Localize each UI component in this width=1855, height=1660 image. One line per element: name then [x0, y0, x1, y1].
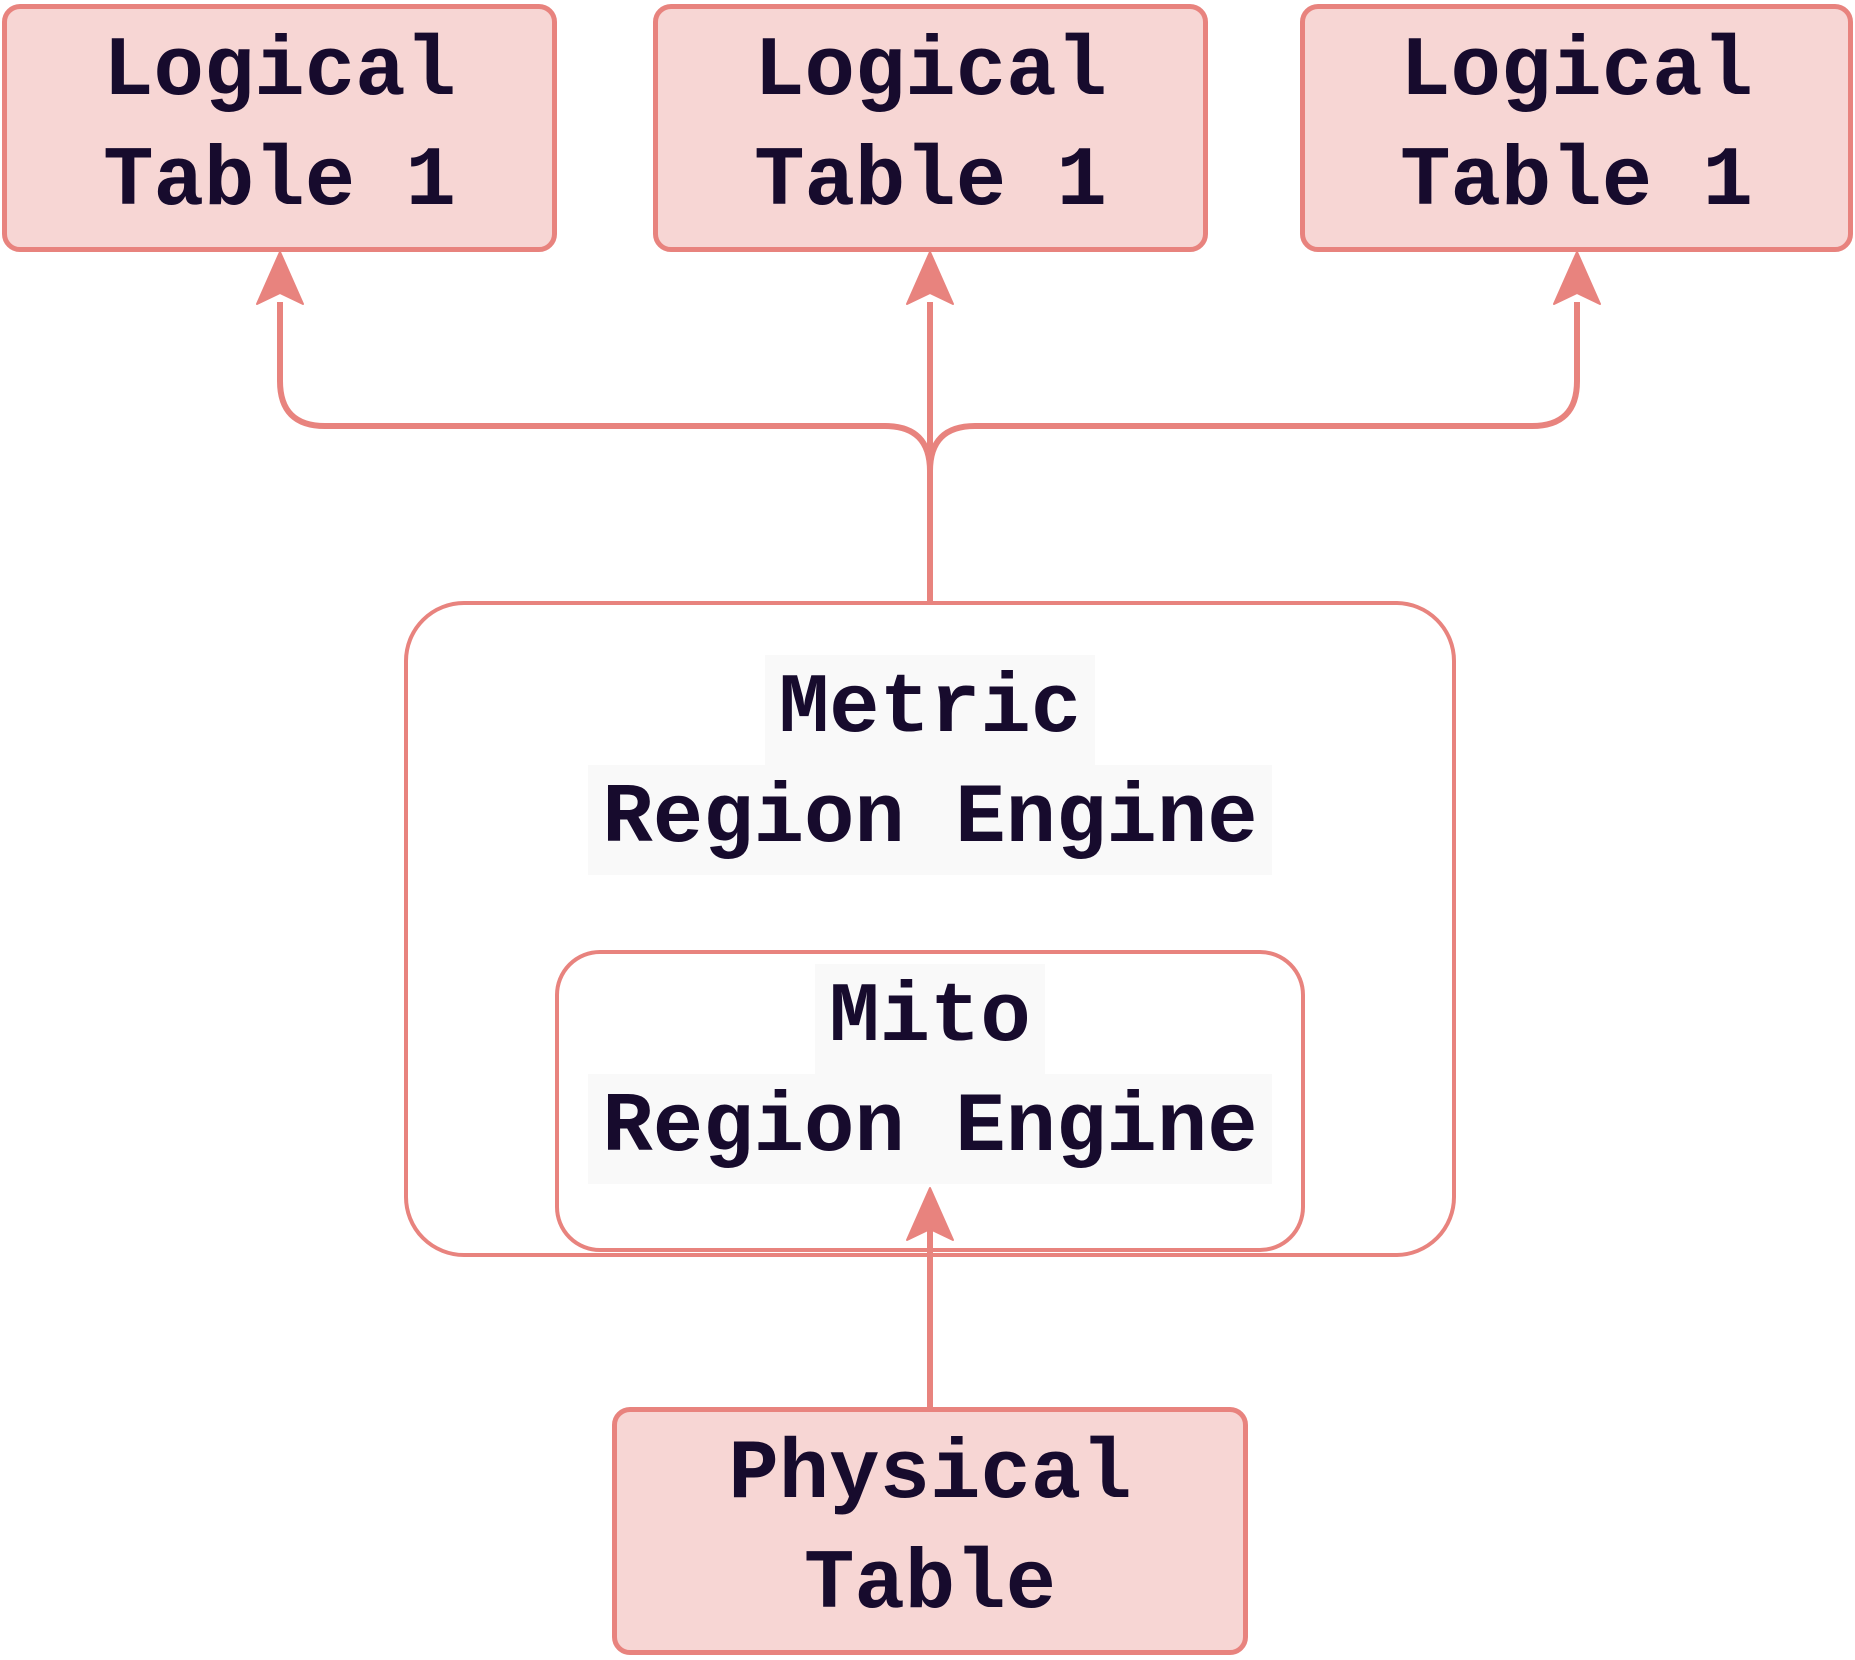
cluster-label-line: Metric	[764, 655, 1096, 765]
node-label-line: Logical	[754, 25, 1107, 120]
node-logical-table-middle: Logical Table 1	[653, 4, 1208, 252]
node-logical-table-left: Logical Table 1	[2, 4, 557, 252]
node-label-line: Logical	[103, 25, 456, 120]
container-mito-label: Mito Region Engine	[559, 964, 1301, 1184]
node-label-line: Table	[803, 1538, 1057, 1633]
arrowhead-logical-middle	[906, 251, 954, 305]
node-label-line: Physical	[728, 1428, 1132, 1523]
node-logical-table-right: Logical Table 1	[1300, 4, 1853, 252]
edge-metric-to-logical-left	[277, 302, 933, 603]
node-label-line: Table 1	[754, 135, 1107, 230]
arrowhead-logical-left	[256, 251, 304, 305]
container-mito-region-engine: Mito Region Engine	[555, 950, 1305, 1252]
container-metric-label: Metric Region Engine	[408, 655, 1452, 875]
cluster-label-line: Region Engine	[588, 1074, 1272, 1184]
node-physical-table: Physical Table	[612, 1407, 1248, 1655]
node-label-line: Table 1	[1400, 135, 1753, 230]
cluster-label-line: Mito	[815, 964, 1045, 1074]
cluster-label-line: Region Engine	[588, 765, 1272, 875]
node-label-line: Logical	[1400, 25, 1753, 120]
arrowhead-logical-right	[1553, 251, 1601, 305]
node-label-line: Table 1	[103, 135, 456, 230]
edge-metric-to-logical-right	[927, 302, 1580, 603]
